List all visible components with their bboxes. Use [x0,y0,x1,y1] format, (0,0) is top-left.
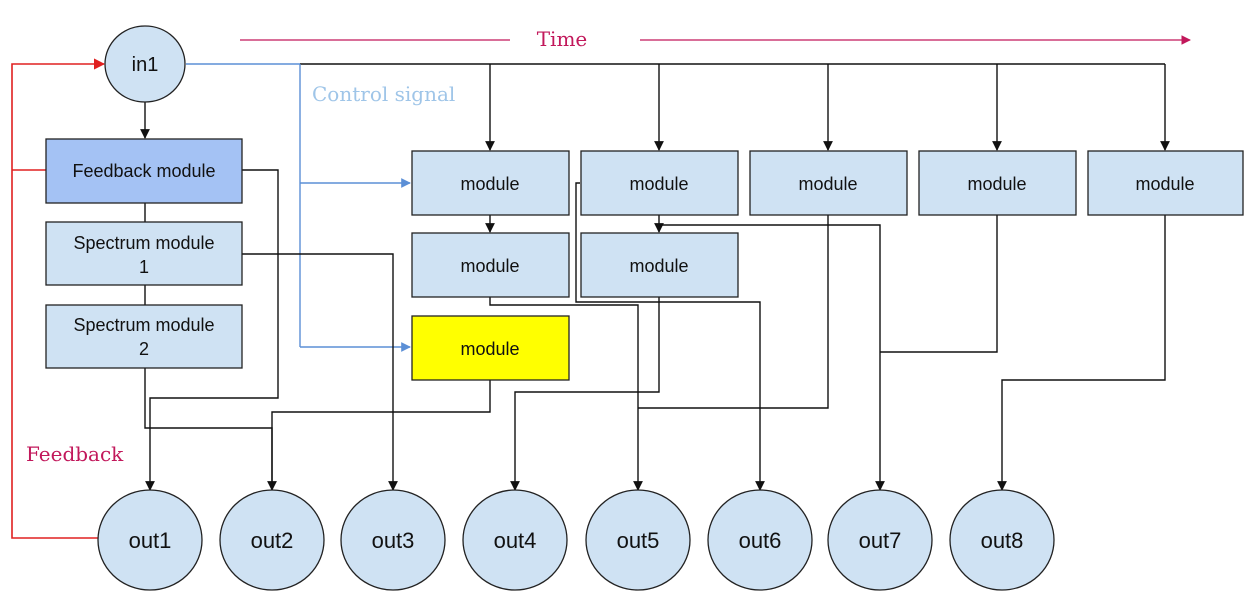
output-node-out2-label: out2 [251,528,294,553]
top-module-3[interactable]: module [749,150,908,216]
top-module-5[interactable]: module [1087,150,1244,216]
output-node-out8-label: out8 [981,528,1024,553]
control-signal-wires [186,63,411,352]
highlight-module-label: module [460,339,519,359]
output-node-out4-label: out4 [494,528,537,553]
top-module-1-label: module [460,174,519,194]
input-node-in1[interactable]: in1 [104,25,186,103]
top-module-4-label: module [967,174,1026,194]
time-label: Time [537,27,588,51]
spectrum-module-2-line2: 2 [139,339,149,359]
feedback-loop-line [11,58,106,539]
spectrum-module-1-line1: Spectrum module [73,233,214,253]
output-node-out2[interactable]: out2 [219,489,325,591]
output-node-out6-label: out6 [739,528,782,553]
top-module-2-label: module [629,174,688,194]
feedback-module[interactable]: Feedback module [45,138,243,204]
spectrum-module-2[interactable]: Spectrum module 2 [45,304,243,369]
top-module-2[interactable]: module [580,150,739,216]
top-module-3-label: module [798,174,857,194]
output-node-out1-label: out1 [129,528,172,553]
highlight-module[interactable]: module [411,315,570,381]
input-distribution-wires [140,63,1170,151]
input-node-label: in1 [132,54,159,76]
output-node-out5-label: out5 [617,528,660,553]
feedback-module-label: Feedback module [72,161,215,181]
feedback-label: Feedback [26,442,124,466]
module-column-wires [271,182,1166,491]
output-node-out3-label: out3 [372,528,415,553]
output-node-out7-label: out7 [859,528,902,553]
spectrum-module-2-line1: Spectrum module [73,315,214,335]
output-node-out4[interactable]: out4 [462,489,568,591]
control-signal-label: Control signal [312,82,455,106]
output-node-out7[interactable]: out7 [827,489,933,591]
second-row-module-2[interactable]: module [580,232,739,298]
top-module-5-label: module [1135,174,1194,194]
spectrum-module-1[interactable]: Spectrum module 1 [45,221,243,286]
second-row-module-1-label: module [460,256,519,276]
output-node-out5[interactable]: out5 [585,489,691,591]
top-module-4[interactable]: module [918,150,1077,216]
top-module-1[interactable]: module [411,150,570,216]
time-arrow: Time [240,27,1191,51]
output-node-out1[interactable]: out1 [97,489,203,591]
output-node-out3[interactable]: out3 [340,489,446,591]
second-row-module-2-label: module [629,256,688,276]
output-node-out6[interactable]: out6 [707,489,813,591]
output-node-out8[interactable]: out8 [949,489,1055,591]
spectrum-module-1-line2: 1 [139,257,149,277]
second-row-module-1[interactable]: module [411,232,570,298]
